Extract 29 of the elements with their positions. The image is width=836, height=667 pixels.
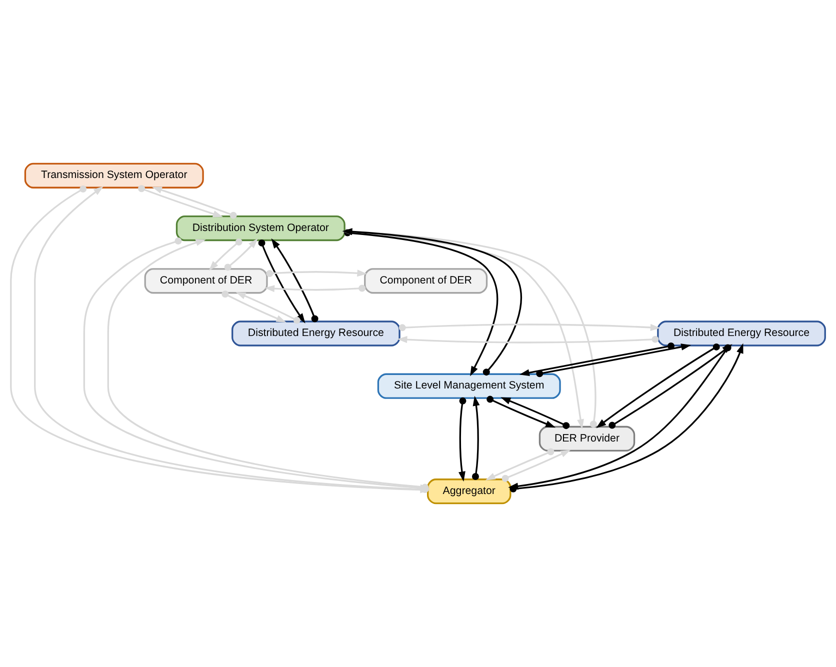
node-box: Component of DER bbox=[144, 268, 268, 294]
arrow bbox=[264, 284, 366, 292]
arrow bbox=[596, 343, 720, 428]
arrow bbox=[258, 239, 306, 324]
node-box: Distributed Energy Resource bbox=[232, 320, 400, 346]
arrow bbox=[224, 238, 258, 271]
arrow bbox=[485, 448, 554, 480]
node-box: Component of DER bbox=[364, 268, 488, 294]
arrow bbox=[271, 238, 318, 322]
arrow bbox=[266, 270, 368, 277]
arrow bbox=[500, 397, 570, 430]
node-box: Site Level Management System bbox=[377, 373, 561, 399]
arrow bbox=[236, 292, 300, 324]
node-box: Distribution System Operator bbox=[176, 215, 346, 242]
node-box: Transmission System Operator bbox=[24, 162, 204, 188]
arrow bbox=[222, 290, 286, 322]
arrow bbox=[398, 324, 660, 332]
node-box: DER Provider bbox=[538, 426, 636, 452]
arrow bbox=[486, 396, 556, 428]
node-box: Aggregator bbox=[427, 478, 512, 504]
node-box: Distributed Energy Resource bbox=[657, 320, 826, 346]
arrow bbox=[397, 336, 659, 344]
arrow bbox=[502, 450, 571, 482]
arrow bbox=[458, 397, 466, 482]
arrow bbox=[608, 344, 732, 429]
arrow bbox=[152, 186, 237, 219]
arrow bbox=[472, 396, 480, 480]
arrow bbox=[138, 185, 223, 218]
arrow bbox=[208, 238, 242, 271]
